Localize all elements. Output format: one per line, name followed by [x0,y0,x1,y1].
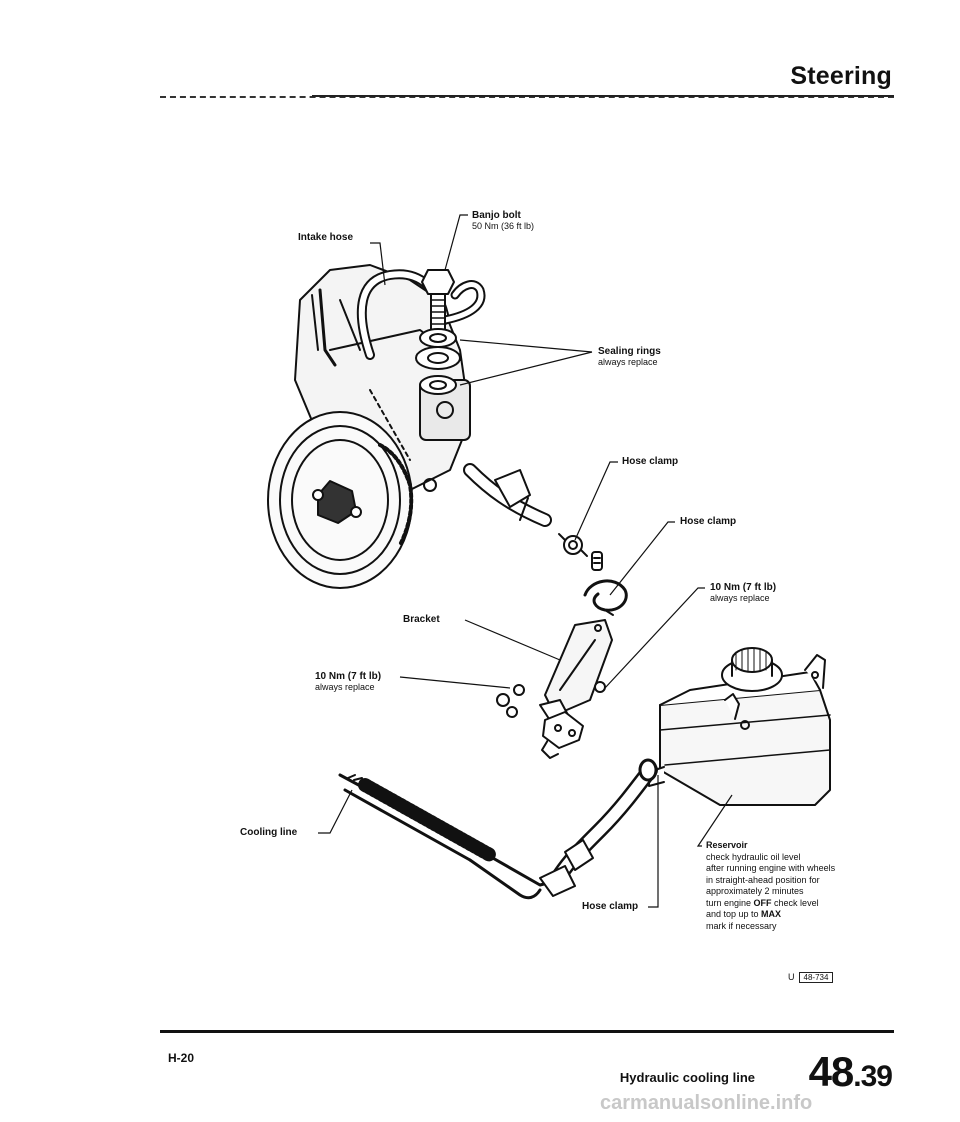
header-rule-dashed [160,96,894,98]
label-hose-clamp-upper: Hose clamp [622,456,679,467]
reservoir [648,647,831,806]
label-cooling-line: Cooling line [240,827,298,838]
label-intake-hose: Intake hose [298,232,354,243]
hose-clamp-small [558,533,603,571]
label-torque-left: 10 Nm (7 ft lb) always replace [315,671,382,692]
label-banjo-bolt: Banjo bolt 50 Nm (36 ft lb) [472,210,535,231]
leader-lines [318,214,733,908]
label-reservoir: Reservoir check hydraulic oil level afte… [706,840,836,931]
header-rule [312,95,894,97]
watermark: carmanualsonline.info [600,1092,813,1114]
banjo-bolt-assembly [415,269,461,395]
bracket [496,619,613,726]
label-bracket: Bracket [403,614,440,625]
figure-code-box: 48-734 [798,972,834,983]
label-sealing-rings: Sealing rings always replace [598,346,661,367]
label-torque-right: 10 Nm (7 ft lb) always replace [710,582,777,603]
label-hose-clamp-middle: Hose clamp [680,516,737,527]
section-number: 48.39 [808,1048,893,1095]
section-title: Hydraulic cooling line [619,1070,755,1085]
cooling-line [338,773,594,900]
return-hose [463,463,552,527]
mounting-clip [541,711,584,759]
footer-rule [160,1030,894,1033]
reservoir-title: Reservoir [706,840,748,850]
page-reference: H-20 [168,1051,195,1065]
page-header-title: Steering [790,62,892,90]
hose-clamp-large [583,579,628,616]
pulley [267,411,414,589]
label-hose-clamp-lower: Hose clamp [582,901,639,912]
